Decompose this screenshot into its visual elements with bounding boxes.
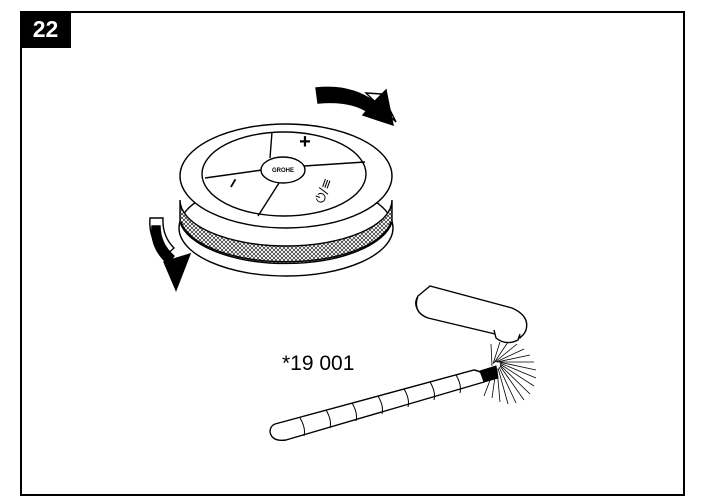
cleaning-brush-icon bbox=[269, 341, 537, 442]
control-knob: GROHE bbox=[178, 123, 394, 277]
rotate-arrow-top-icon bbox=[315, 86, 397, 127]
knurled-band bbox=[179, 199, 393, 265]
button-plus-symbol: + bbox=[299, 131, 311, 153]
figure-frame bbox=[20, 11, 685, 496]
brand-logo-icon bbox=[260, 156, 306, 184]
divider-left bbox=[204, 169, 263, 179]
svg-text:GROHE: GROHE bbox=[272, 168, 294, 174]
rotate-arrow-left-icon bbox=[149, 217, 192, 292]
divider-bottom bbox=[257, 182, 280, 217]
step-number-badge: 22 bbox=[20, 11, 71, 48]
divider-right bbox=[303, 161, 366, 167]
cleaning-pad-icon bbox=[415, 285, 528, 344]
divider-top bbox=[269, 131, 273, 159]
part-number-label: *19 001 bbox=[282, 352, 355, 375]
